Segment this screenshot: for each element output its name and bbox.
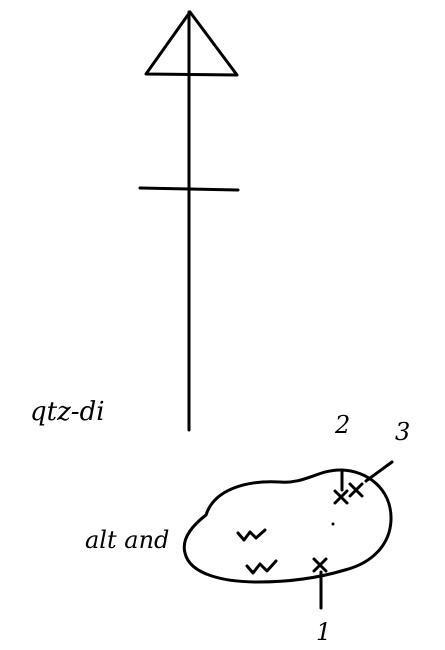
outcrop-dot xyxy=(331,522,335,526)
north-arrow-crossbar xyxy=(138,186,240,192)
point-3-label: 3 xyxy=(395,418,410,446)
outcrop-label: alt and xyxy=(85,526,169,554)
x-mark-icon xyxy=(312,557,328,573)
w-mark-icon xyxy=(245,559,278,575)
x-mark-icon xyxy=(348,482,364,498)
left-note-label: qtz-di xyxy=(30,397,105,427)
outcrop-outline xyxy=(182,468,393,584)
point-3-leader xyxy=(364,460,394,483)
point-2-label: 2 xyxy=(334,411,350,439)
north-arrow-head xyxy=(144,10,239,77)
point-1-label: 1 xyxy=(316,618,331,646)
north-arrow xyxy=(138,10,240,432)
w-mark-icon xyxy=(236,528,267,542)
x-mark-icon xyxy=(333,489,349,505)
